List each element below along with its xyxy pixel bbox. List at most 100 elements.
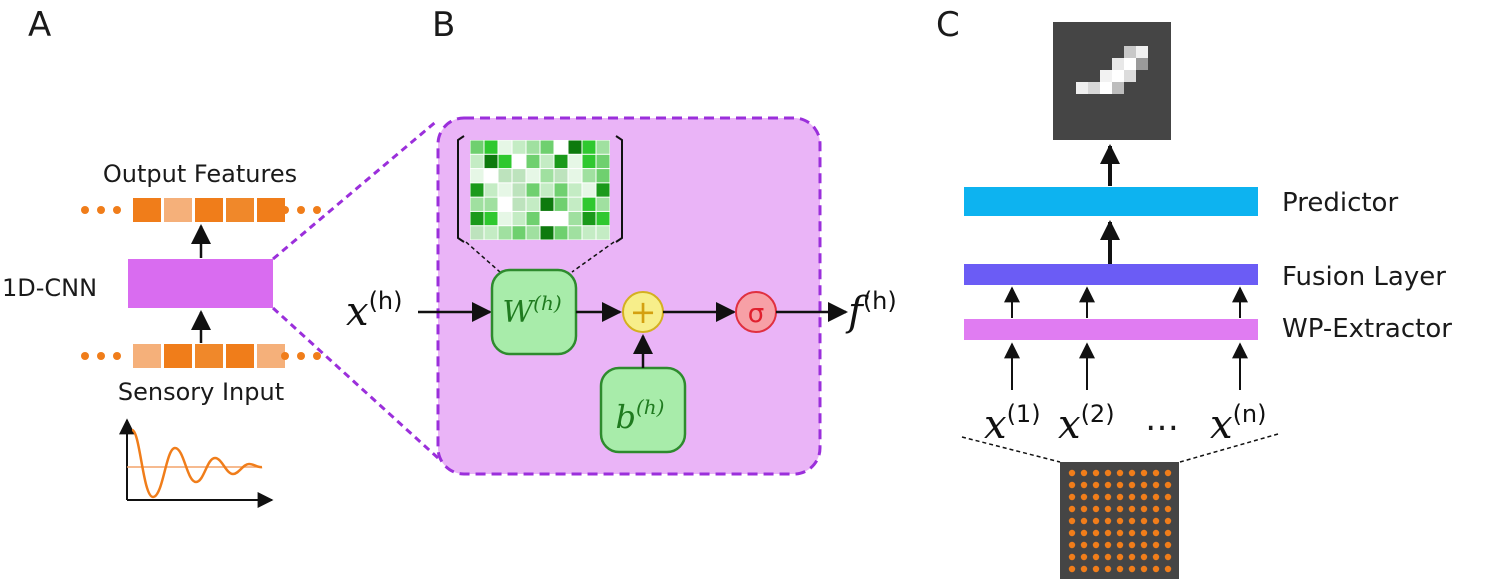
damped-signal-curve: [130, 428, 263, 499]
weight-matrix-cell: [512, 183, 526, 197]
sensor-dot: [1152, 493, 1160, 501]
panel-a: A Output Features 1D-CNN: [2, 5, 321, 508]
weight-matrix-cell: [540, 197, 554, 211]
weight-matrix-cell: [498, 154, 512, 169]
input-cell: [195, 344, 223, 368]
input-xn-superscript: (n): [1233, 400, 1267, 428]
weight-matrix-cells: [470, 140, 610, 240]
weight-matrix-cell: [540, 183, 554, 197]
input-features-row: [81, 344, 321, 368]
weight-matrix-cell: [484, 211, 498, 226]
output-dot: [113, 206, 121, 214]
w-superscript: (h): [533, 291, 562, 315]
weight-matrix-cell: [526, 154, 540, 169]
weight-matrix-cell: [568, 211, 582, 226]
output-cell: [257, 198, 285, 222]
sensor-dot: [1128, 469, 1136, 477]
sensor-dot: [1080, 493, 1088, 501]
sensory-input-label: Sensory Input: [118, 378, 284, 406]
sensor-dot: [1128, 481, 1136, 489]
sensor-dot: [1140, 517, 1148, 525]
sensor-dot: [1116, 565, 1124, 573]
sensor-dot: [1068, 565, 1076, 573]
sensor-dot: [1104, 541, 1112, 549]
output-pixel: [1100, 82, 1112, 94]
output-dot: [97, 206, 105, 214]
weight-matrix-cell: [498, 140, 512, 154]
sensor-dot: [1152, 529, 1160, 537]
output-pixel: [1088, 82, 1100, 94]
sensor-dot: [1116, 505, 1124, 513]
sensor-dot: [1092, 517, 1100, 525]
input-xn-base: x: [1210, 402, 1233, 448]
output-pixel: [1112, 58, 1124, 70]
b-base: b: [616, 398, 636, 436]
output-pixel: [1112, 82, 1124, 94]
weight-matrix-cell: [596, 211, 610, 226]
output-cell: [133, 198, 161, 222]
sensor-dot: [1068, 541, 1076, 549]
x-h-base: x: [346, 289, 369, 335]
weight-matrix-cell: [554, 169, 568, 183]
weight-matrix-cell: [470, 211, 484, 226]
weight-matrix-cell: [596, 140, 610, 154]
weight-matrix-cell: [554, 226, 568, 240]
weight-matrix-cell: [540, 140, 554, 154]
sensor-dot: [1140, 493, 1148, 501]
sensor-dot: [1104, 529, 1112, 537]
wp-extractor-label: WP-Extractor: [1282, 314, 1452, 344]
input-cell: [164, 344, 192, 368]
sensor-dot: [1092, 541, 1100, 549]
input-dot: [313, 352, 321, 360]
weight-matrix-cell: [568, 226, 582, 240]
weight-matrix-cell: [470, 226, 484, 240]
sum-node-symbol: +: [630, 293, 657, 331]
output-pixel: [1076, 82, 1088, 94]
input-dot: [297, 352, 305, 360]
f-h-output: f(h): [845, 287, 897, 335]
sensor-dot: [1092, 553, 1100, 561]
weight-matrix-cell: [540, 169, 554, 183]
weight-matrix-cell: [568, 183, 582, 197]
sensor-dot: [1128, 505, 1136, 513]
sensor-dot: [1116, 469, 1124, 477]
weight-matrix-cell: [470, 183, 484, 197]
weight-matrix-cell: [568, 154, 582, 169]
input-x1-base: x: [984, 402, 1007, 448]
cnn-label: 1D-CNN: [2, 274, 97, 302]
panel-c-letter: C: [936, 5, 960, 45]
input-dot: [97, 352, 105, 360]
weight-matrix-cell: [554, 140, 568, 154]
sensor-dot: [1092, 469, 1100, 477]
b-superscript: (h): [636, 395, 665, 419]
sensor-dot: [1080, 565, 1088, 573]
sensor-dot: [1164, 565, 1172, 573]
sensor-dot: [1128, 517, 1136, 525]
sensor-dot: [1152, 469, 1160, 477]
sensor-dot: [1140, 553, 1148, 561]
sensor-dot: [1104, 469, 1112, 477]
weight-matrix-cell: [568, 169, 582, 183]
input-x1: x(1): [984, 400, 1041, 448]
x-h-superscript: (h): [369, 287, 403, 315]
zoom-line-top: [272, 118, 439, 261]
input-x1-superscript: (1): [1007, 400, 1041, 428]
sensor-dot: [1116, 529, 1124, 537]
output-cell: [164, 198, 192, 222]
weight-matrix-cell: [526, 169, 540, 183]
sensor-dot: [1140, 469, 1148, 477]
sensor-dot: [1104, 493, 1112, 501]
sensor-dot: [1164, 505, 1172, 513]
weight-node-label: W(h): [502, 291, 561, 330]
weight-matrix-cell: [512, 169, 526, 183]
input-cell: [226, 344, 254, 368]
sensor-dot: [1140, 529, 1148, 537]
bias-node-label: b(h): [616, 395, 665, 436]
weight-matrix-cell: [582, 154, 596, 169]
weight-matrix-cell: [526, 226, 540, 240]
sensor-dot: [1164, 481, 1172, 489]
sensor-dot: [1104, 505, 1112, 513]
cnn-block: [128, 259, 273, 308]
panel-c: C Predictor Fusion Layer WP-Extractor x(…: [936, 5, 1452, 579]
sensor-dot: [1104, 565, 1112, 573]
